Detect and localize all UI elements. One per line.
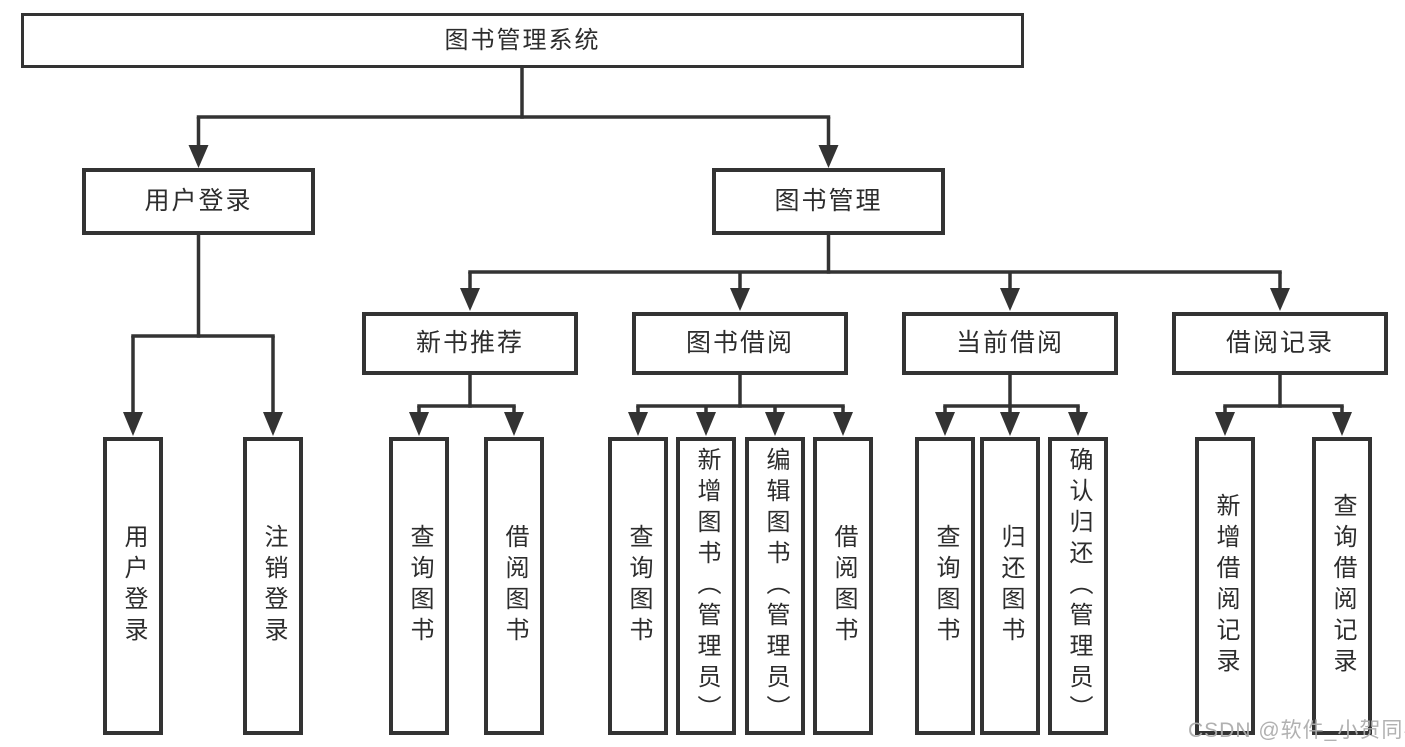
leaf-borrow-books-recommend: 借阅图书 [484, 437, 544, 735]
leaf-logout: 注销登录 [243, 437, 303, 735]
connector-newbook-to-leaves [409, 375, 524, 436]
leaf-query-books-current: 查询图书 [915, 437, 975, 735]
leaf-label: 查询借阅记录 [1329, 493, 1356, 679]
leaf-label: 借阅图书 [830, 524, 857, 648]
node-label: 当前借阅 [955, 329, 1064, 357]
node-book-borrow: 图书借阅 [632, 312, 848, 375]
leaf-borrow-books: 借阅图书 [813, 437, 873, 735]
leaf-label: 归还图书 [997, 524, 1024, 648]
connector-userlogin-to-leaves [123, 235, 283, 436]
node-current-borrow: 当前借阅 [902, 312, 1118, 375]
leaf-label: 确认归还（管理员） [1065, 446, 1092, 726]
leaf-label: 查询图书 [932, 524, 959, 648]
leaf-confirm-return-admin: 确认归还（管理员） [1048, 437, 1108, 735]
leaf-label: 查询图书 [406, 524, 433, 648]
connector-root-to-level2 [188, 68, 839, 168]
node-label: 图书借阅 [685, 329, 794, 357]
leaf-label: 编辑图书（管理员） [762, 446, 789, 726]
connector-borrow-to-leaves [628, 375, 853, 436]
connector-records-to-leaves [1215, 375, 1352, 436]
node-label: 用户登录 [144, 187, 253, 215]
leaf-add-books-admin: 新增图书（管理员） [676, 437, 736, 735]
node-book-management: 图书管理 [712, 168, 945, 235]
node-label: 图书管理系统 [444, 26, 601, 54]
connector-bookmgmt-to-level3 [460, 235, 1290, 311]
leaf-return-books: 归还图书 [980, 437, 1040, 735]
leaf-label: 借阅图书 [501, 524, 528, 648]
leaf-label: 新增图书（管理员） [693, 446, 720, 726]
leaf-query-books-recommend: 查询图书 [389, 437, 449, 735]
leaf-user-login: 用户登录 [103, 437, 163, 735]
connector-current-to-leaves [935, 375, 1088, 436]
leaf-edit-books-admin: 编辑图书（管理员） [745, 437, 805, 735]
leaf-label: 新增借阅记录 [1212, 493, 1239, 679]
node-user-login: 用户登录 [82, 168, 315, 235]
leaf-label: 用户登录 [120, 524, 147, 648]
leaf-query-borrow-record: 查询借阅记录 [1312, 437, 1372, 735]
csdn-watermark: CSDN @软件_小贺同学 [1188, 719, 1405, 742]
leaf-add-borrow-record: 新增借阅记录 [1195, 437, 1255, 735]
node-label: 借阅记录 [1225, 329, 1334, 357]
node-label: 新书推荐 [415, 329, 524, 357]
node-system-root: 图书管理系统 [21, 13, 1024, 68]
node-label: 图书管理 [774, 187, 883, 215]
leaf-label: 查询图书 [625, 524, 652, 648]
leaf-label: 注销登录 [260, 524, 287, 648]
node-new-book-recommend: 新书推荐 [362, 312, 578, 375]
node-borrow-records: 借阅记录 [1172, 312, 1388, 375]
leaf-query-books-borrow: 查询图书 [608, 437, 668, 735]
